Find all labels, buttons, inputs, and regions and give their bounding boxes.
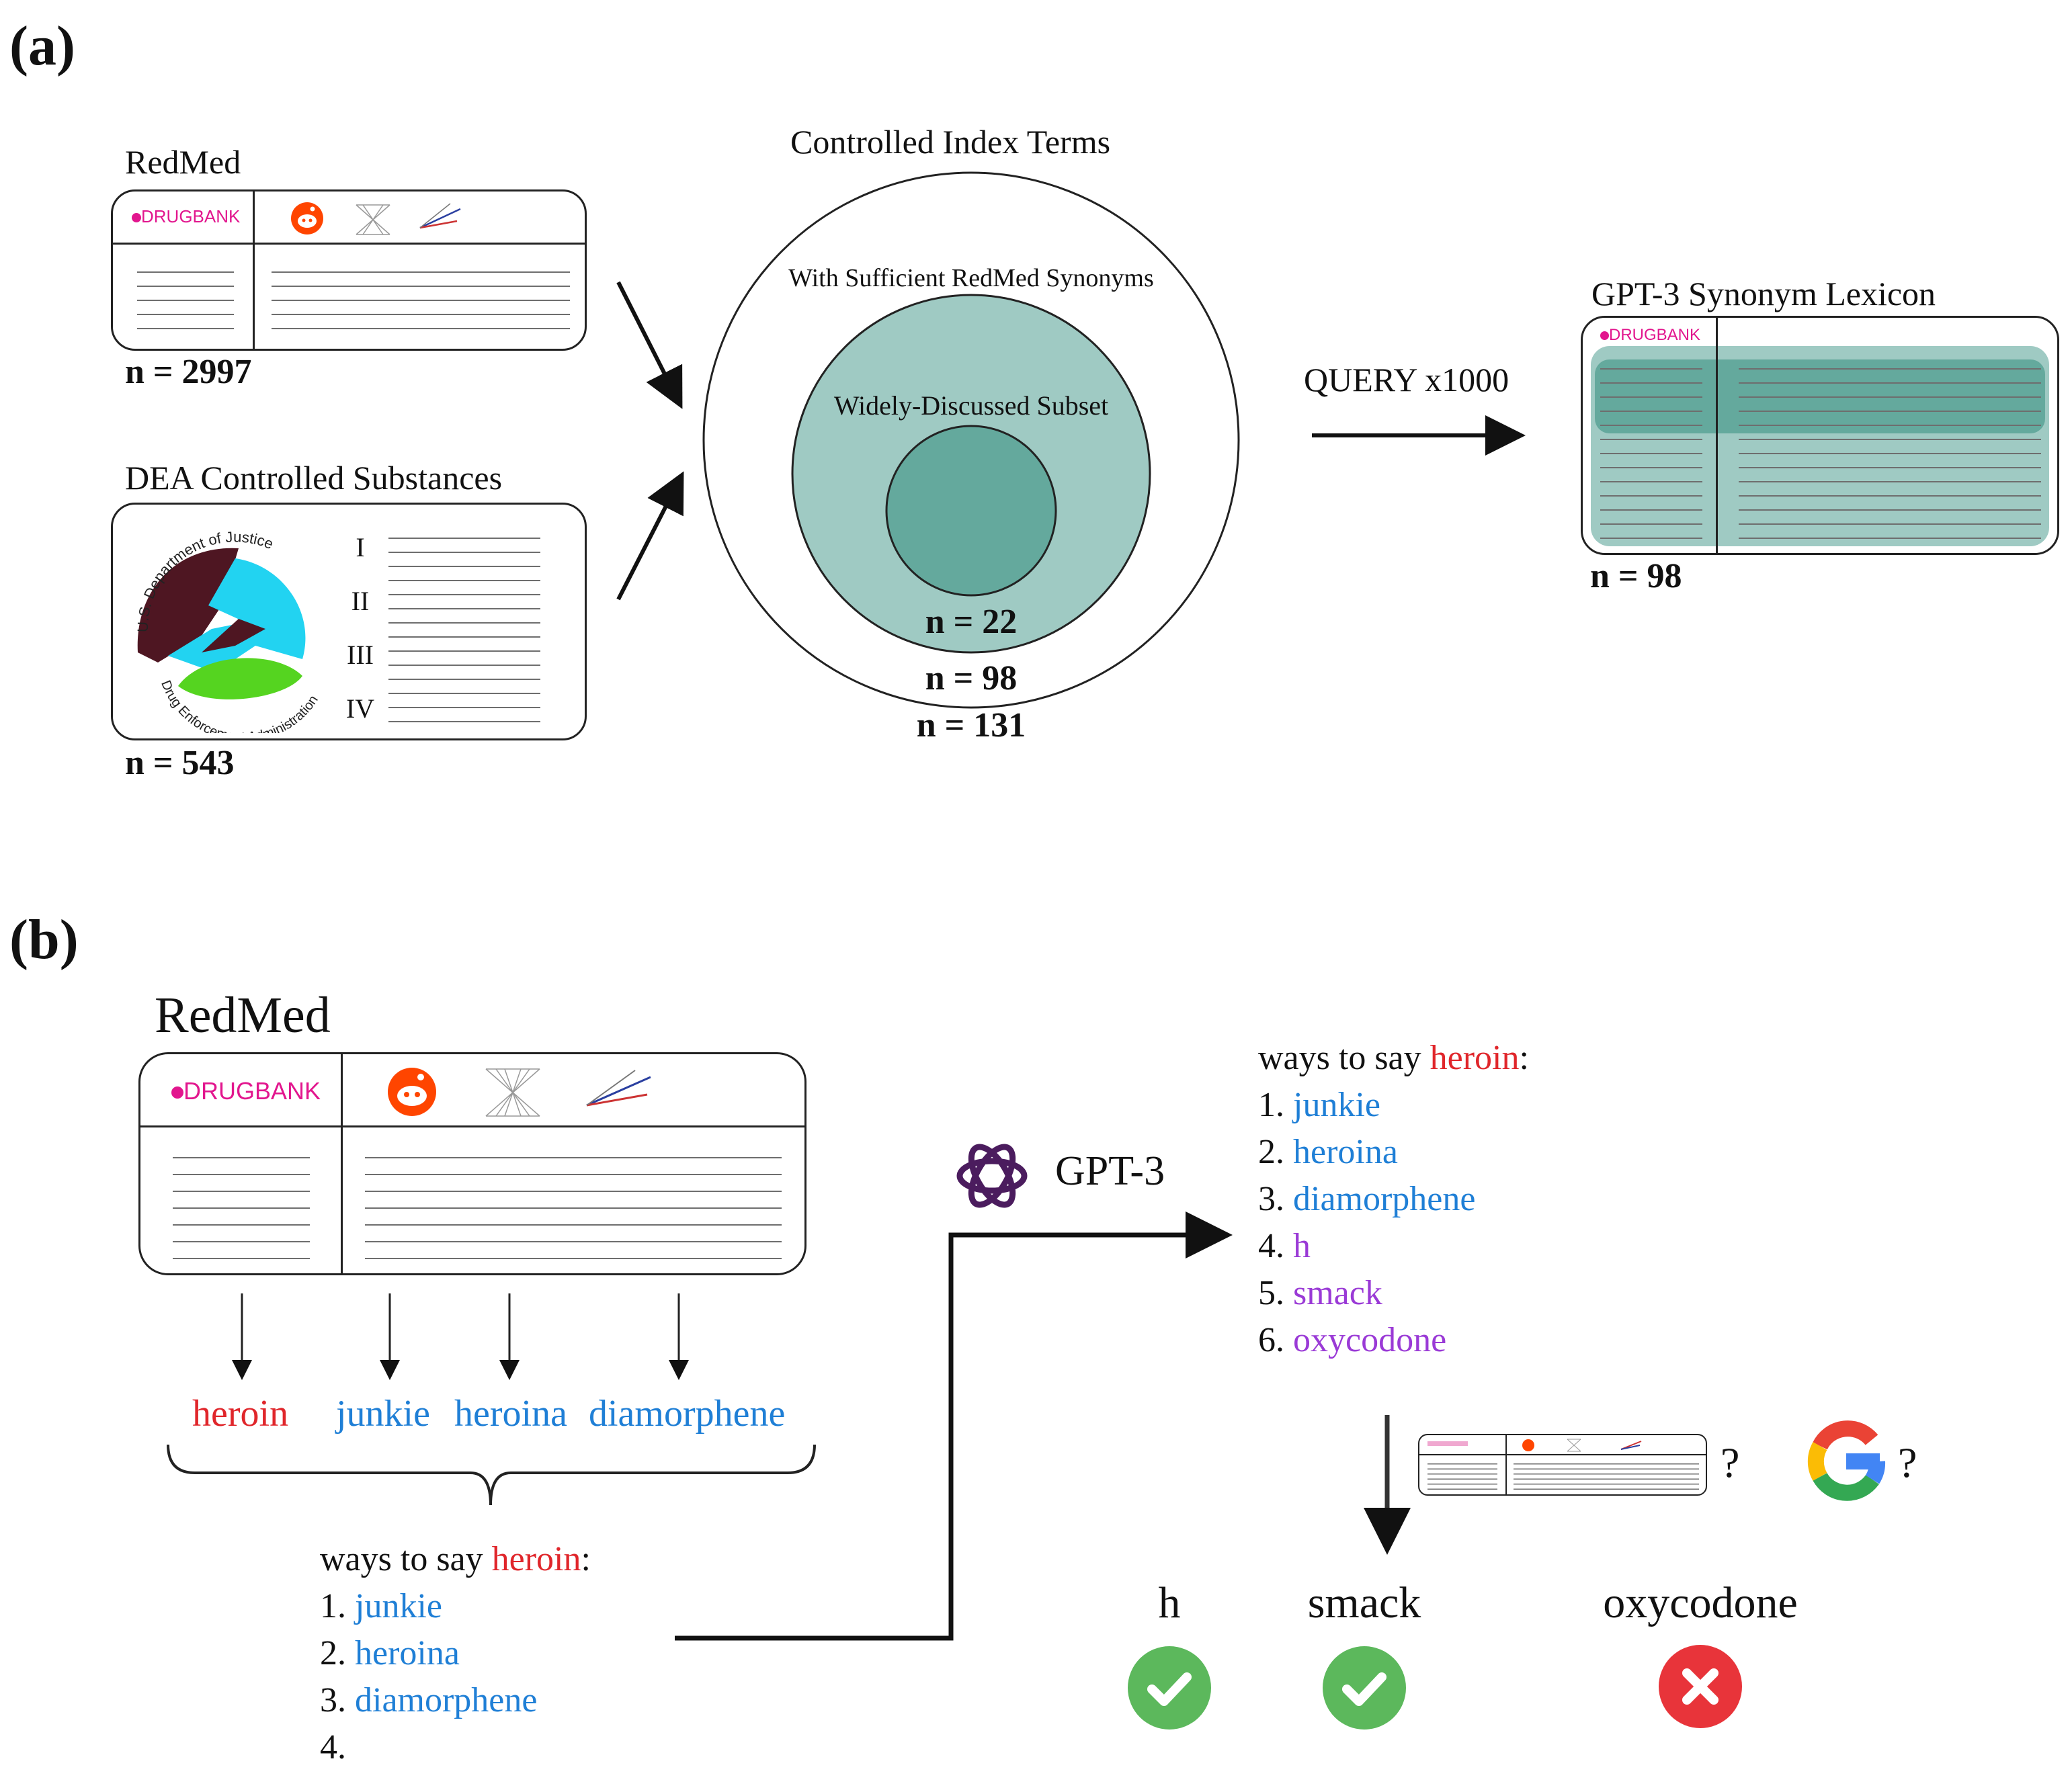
- web-scrape-icon: [356, 204, 390, 235]
- check-icon: [1128, 1646, 1211, 1730]
- mini-drugbank-logo: [1427, 1441, 1468, 1446]
- redmed-count: n = 2997: [125, 353, 252, 391]
- venn-diagram: [702, 171, 1240, 709]
- schedule-iv: IV: [345, 693, 375, 724]
- reddit-icon: [291, 202, 323, 234]
- output-item-4: 4. h: [1258, 1227, 1311, 1265]
- prompt-block: ways to say heroin: 1. junkie 2. heroina…: [320, 1536, 591, 1771]
- output-item-3: 3. diamorphene: [1258, 1180, 1476, 1218]
- output-item-1: 1. junkie: [1258, 1086, 1380, 1124]
- output-header: ways to say heroin:: [1258, 1039, 1529, 1077]
- lexicon-synonym-lines: [1739, 355, 2041, 544]
- redmed-card: DRUGBANK: [111, 189, 587, 351]
- prompt-item-4: 4.: [320, 1728, 346, 1766]
- prompt-item-3: 3. diamorphene: [320, 1681, 538, 1719]
- schedule-i: I: [356, 532, 365, 562]
- venn-outer-count: n = 131: [916, 706, 1026, 744]
- schedule-iii: III: [347, 640, 374, 670]
- term-junkie: junkie: [336, 1393, 430, 1435]
- result-term-h: h: [1158, 1578, 1181, 1627]
- result-term-smack: smack: [1307, 1578, 1421, 1627]
- panel-b-label: (b): [9, 908, 79, 971]
- redmed-b-source-icons: [388, 1068, 651, 1117]
- cross-icon: [1659, 1645, 1742, 1728]
- drugbank-logo: DRUGBANK: [132, 206, 240, 227]
- mini-redmed-card: [1418, 1434, 1707, 1496]
- redmed-question-mark: ?: [1721, 1439, 1740, 1486]
- redmed-b-title: RedMed: [155, 987, 331, 1043]
- lexicon-card: DRUGBANK: [1581, 316, 2059, 555]
- output-item-6: 6. oxycodone: [1258, 1321, 1447, 1359]
- venn-middle-label: Widely-Discussed Subset: [833, 390, 1109, 421]
- dea-schedule-lines: [388, 525, 540, 726]
- dea-seal-icon: U.S. Department of Justice Drug Enforcem…: [134, 528, 321, 733]
- mini-source-icons: [1522, 1439, 1642, 1452]
- output-item-2: 2. heroina: [1258, 1133, 1398, 1171]
- lexicon-count: n = 98: [1590, 557, 1682, 595]
- web-scrape-icon: [485, 1068, 540, 1117]
- redmed-b-term-lines: [173, 1142, 310, 1260]
- result-term-oxycodone: oxycodone: [1603, 1578, 1798, 1627]
- prompt-item-2: 2. heroina: [320, 1634, 460, 1672]
- panel-a-label: (a): [9, 15, 75, 77]
- venn-title: Controlled Index Terms: [790, 123, 1111, 161]
- redmed-b-synonym-lines: [365, 1142, 782, 1260]
- lexicon-title: GPT-3 Synonym Lexicon: [1591, 275, 1936, 312]
- redmed-term-lines: [137, 259, 234, 339]
- dea-card: U.S. Department of Justice Drug Enforcem…: [111, 503, 587, 740]
- redmed-synonym-lines: [272, 259, 570, 339]
- venn-inner-circle: [885, 425, 1057, 597]
- venn-middle-count: n = 98: [925, 659, 1018, 697]
- venn-outer-label: With Sufficient RedMed Synonyms: [788, 264, 1154, 292]
- openai-icon: [956, 1144, 1028, 1208]
- prompt-to-gpt-arrow: [675, 1211, 1233, 1641]
- reddit-icon: [388, 1068, 436, 1116]
- dea-to-venn-arrow: [616, 471, 684, 601]
- dea-title: DEA Controlled Substances: [125, 459, 503, 497]
- dea-count: n = 543: [125, 744, 235, 782]
- drugbank-b-logo: DRUGBANK: [171, 1077, 321, 1105]
- term-heroin: heroin: [192, 1393, 289, 1435]
- google-question-mark: ?: [1898, 1439, 1917, 1486]
- lexicon-drugbank-logo: DRUGBANK: [1600, 326, 1700, 345]
- term-diamorphene: diamorphene: [589, 1393, 786, 1435]
- redmed-title: RedMed: [125, 143, 241, 181]
- output-item-5: 5. smack: [1258, 1274, 1382, 1312]
- output-block: ways to say heroin: 1. junkie 2. heroina…: [1258, 1035, 1529, 1364]
- gpt3-label: GPT-3: [1055, 1148, 1165, 1194]
- lexicon-term-lines: [1600, 355, 1702, 544]
- google-icon: [1807, 1420, 1886, 1501]
- redmed-b-card: DRUGBANK: [138, 1052, 806, 1275]
- query-label: QUERY x1000: [1304, 361, 1509, 398]
- word-embedding-icon: [586, 1070, 651, 1107]
- prompt-item-1: 1. junkie: [320, 1587, 442, 1625]
- check-icon: [1323, 1646, 1406, 1730]
- schedule-ii: II: [351, 586, 370, 616]
- terms-brace: [167, 1444, 816, 1506]
- redmed-source-icons: [291, 202, 461, 235]
- venn-inner-count: n = 22: [925, 603, 1018, 641]
- prompt-header: ways to say heroin:: [320, 1540, 591, 1578]
- word-embedding-icon: [419, 203, 461, 229]
- term-heroina: heroina: [454, 1393, 567, 1435]
- redmed-to-venn-arrow: [616, 281, 683, 409]
